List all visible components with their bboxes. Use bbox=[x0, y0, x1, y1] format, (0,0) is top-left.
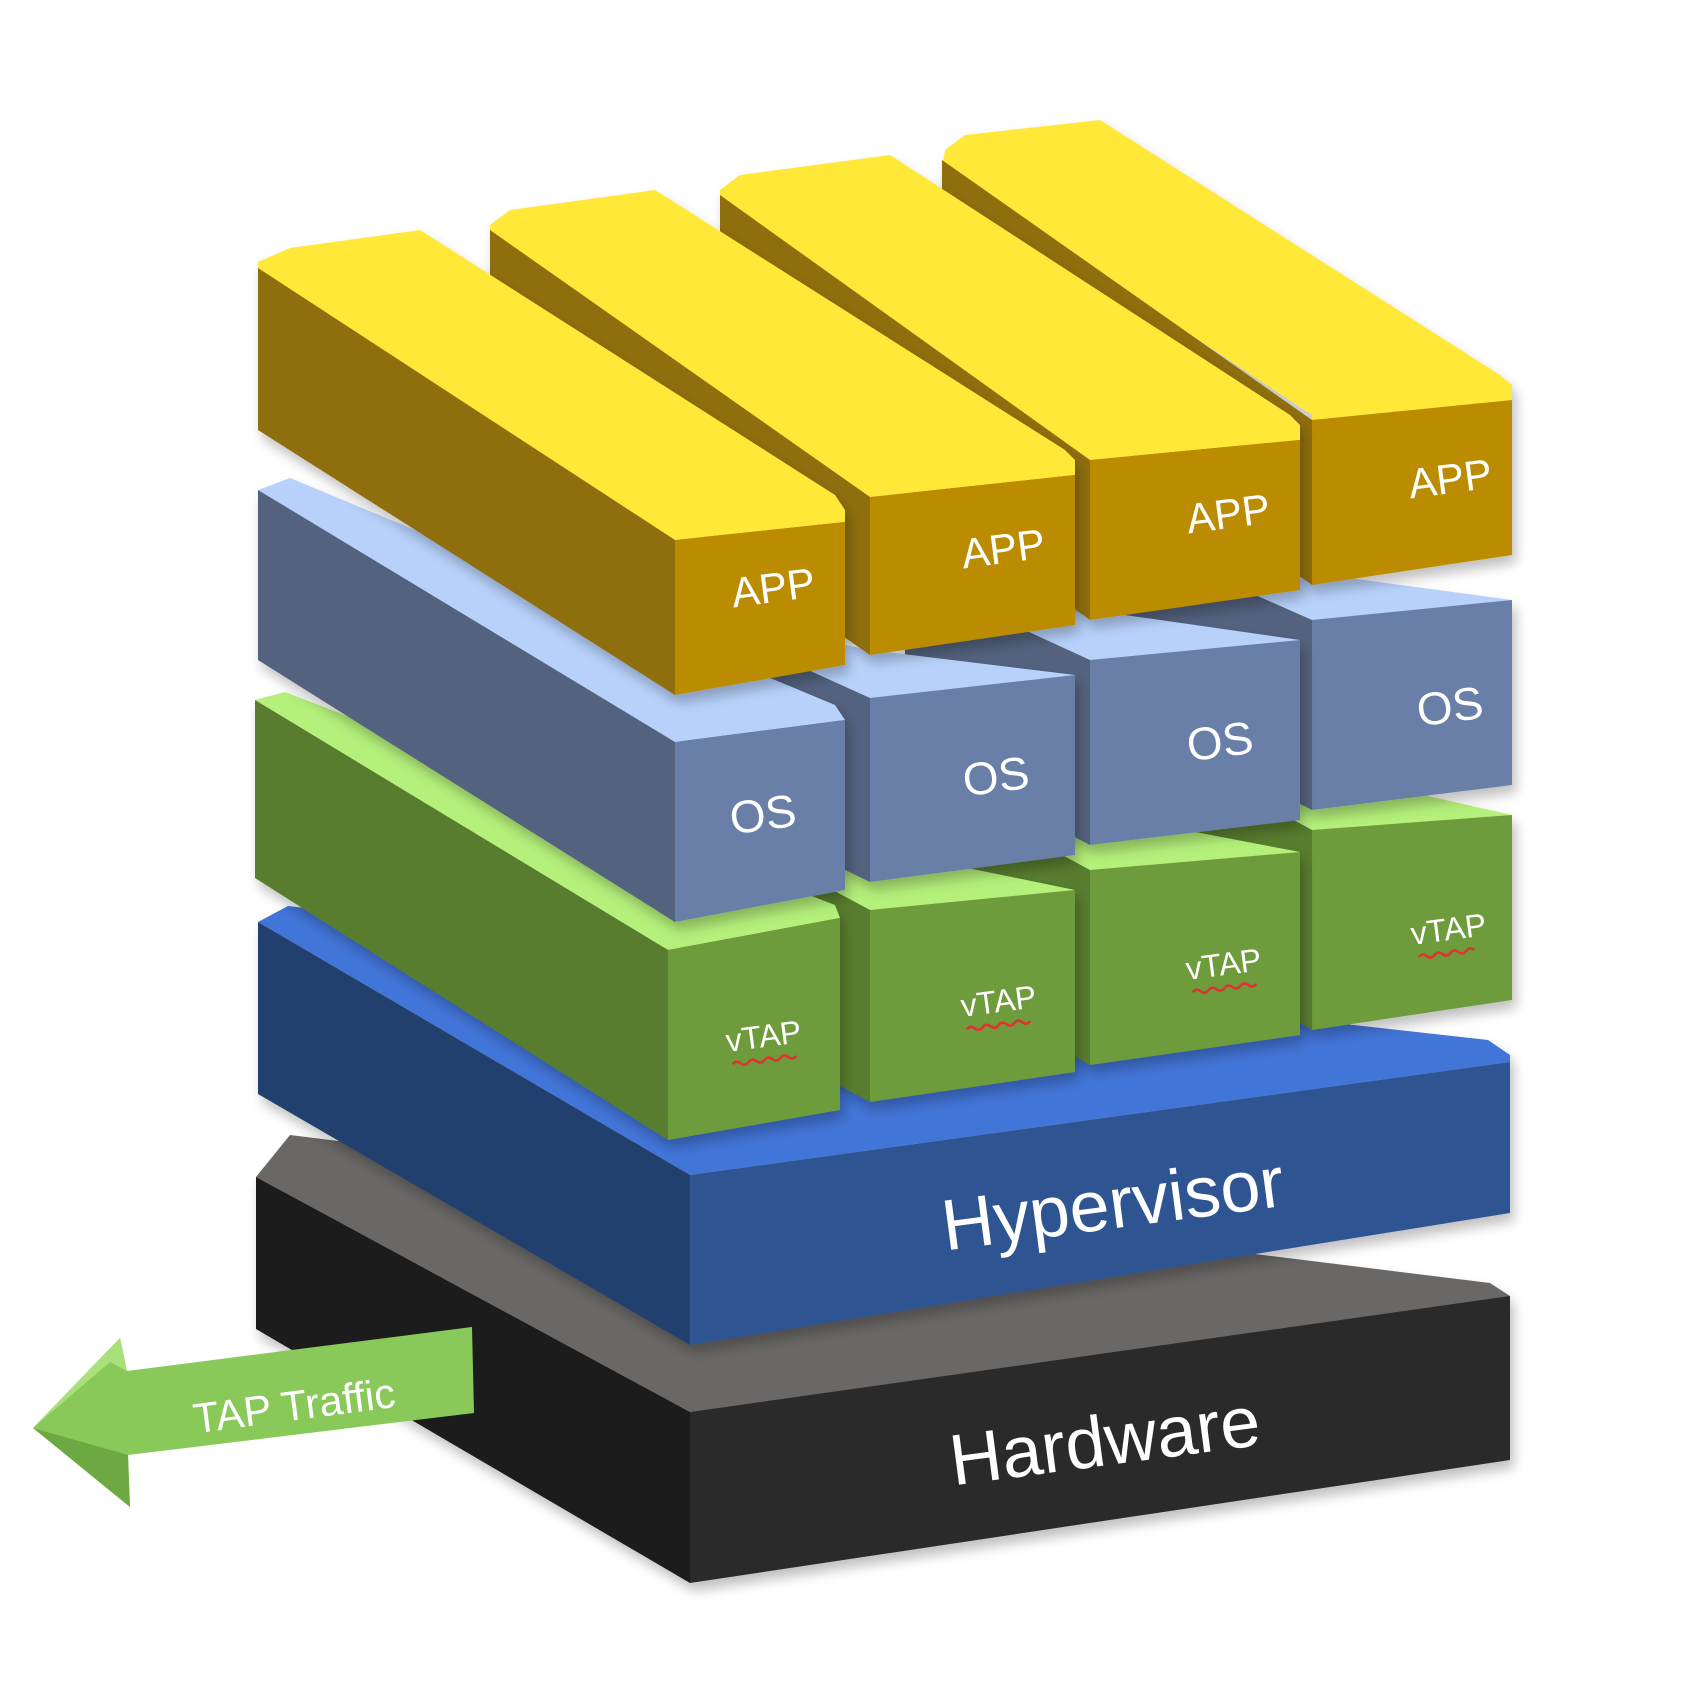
app-block-1-front bbox=[675, 522, 845, 695]
os-label-1: OS bbox=[727, 784, 800, 844]
hypervisor-layer-front bbox=[690, 1062, 1510, 1345]
os-block-1-front bbox=[675, 720, 845, 922]
app-block-3-top bbox=[720, 155, 1300, 460]
app-block-1: APP bbox=[258, 230, 845, 695]
hardware-layer-front bbox=[690, 1296, 1510, 1583]
tap-traffic-arrow-shape bbox=[33, 1327, 474, 1507]
vm-column-1: vTAP OS APP bbox=[255, 230, 845, 1140]
vtap-spellcheck-underline-4 bbox=[1417, 947, 1475, 959]
app-label-3: APP bbox=[1183, 485, 1272, 543]
vtap-block-2-front bbox=[870, 890, 1075, 1102]
vtap-block-1-front bbox=[668, 918, 840, 1140]
vtap-spellcheck-underline-3 bbox=[1191, 982, 1258, 994]
tap-traffic-arrow: TAP Traffic bbox=[33, 1327, 474, 1507]
vtap-spellcheck-underline-2 bbox=[965, 1019, 1032, 1032]
app-block-3-front bbox=[1090, 440, 1300, 620]
app-label-4: APP bbox=[1405, 450, 1494, 508]
app-block-1-side bbox=[258, 268, 675, 695]
vtap-spellcheck-underline-1 bbox=[731, 1054, 798, 1066]
tap-traffic-arrow-highlight bbox=[33, 1338, 127, 1428]
vtap-block-4-front bbox=[1312, 815, 1512, 1030]
os-block-2-front bbox=[870, 675, 1075, 882]
hypervisor-layer-side bbox=[258, 922, 690, 1345]
os-block-1-side bbox=[258, 490, 675, 922]
app-label-1: APP bbox=[728, 559, 817, 617]
app-block-4-front bbox=[1312, 400, 1512, 585]
os-label-2: OS bbox=[960, 746, 1033, 806]
os-block-3-front bbox=[1090, 640, 1300, 845]
app-block-2-top bbox=[490, 190, 1075, 497]
app-label-2: APP bbox=[958, 520, 1047, 578]
os-label-3: OS bbox=[1184, 711, 1257, 771]
app-block-1-top bbox=[258, 230, 845, 540]
os-label-4: OS bbox=[1414, 676, 1487, 736]
os-block-4-front bbox=[1312, 600, 1512, 810]
vtap-block-3-front bbox=[1090, 852, 1300, 1065]
app-block-2-front bbox=[870, 475, 1075, 655]
app-block-4-top bbox=[942, 120, 1512, 420]
tap-traffic-arrow-shade bbox=[33, 1428, 130, 1507]
vtap-block-1-side bbox=[255, 700, 668, 1140]
